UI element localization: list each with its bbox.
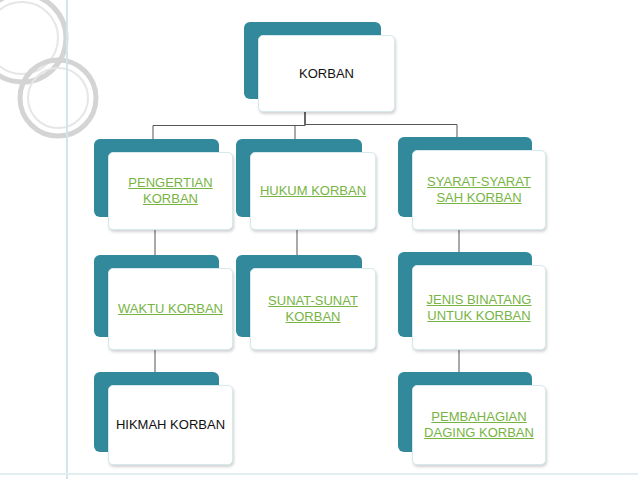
box-text-holder: KORBAN bbox=[293, 60, 360, 88]
box-text-holder: HIKMAH KORBAN bbox=[110, 411, 231, 439]
box-label: SYARAT-SYARAT SAH KORBAN bbox=[419, 174, 539, 206]
box-label: HIKMAH KORBAN bbox=[116, 417, 225, 433]
hierarchy-box: JENIS BINATANG UNTUK KORBAN bbox=[412, 265, 546, 350]
box-text-holder: HUKUM KORBAN bbox=[254, 177, 372, 205]
box-text-holder: SYARAT-SYARAT SAH KORBAN bbox=[413, 168, 545, 212]
box-label: SUNAT-SUNAT KORBAN bbox=[257, 293, 369, 325]
hierarchy-box: HIKMAH KORBAN bbox=[108, 385, 233, 465]
box-text-holder: JENIS BINATANG UNTUK KORBAN bbox=[413, 286, 545, 330]
box-label: PENGERTIAN KORBAN bbox=[115, 175, 226, 207]
deco-ring bbox=[28, 68, 88, 128]
deco-rule bbox=[0, 473, 638, 475]
box-label: PEMBAHAGIAN DAGING KORBAN bbox=[419, 409, 539, 441]
box-text-holder: WAKTU KORBAN bbox=[112, 295, 229, 323]
box-text-holder: SUNAT-SUNAT KORBAN bbox=[251, 287, 375, 331]
hierarchy-box: KORBAN bbox=[258, 35, 395, 112]
box-label: JENIS BINATANG UNTUK KORBAN bbox=[419, 292, 539, 324]
box-text-holder: PENGERTIAN KORBAN bbox=[109, 169, 232, 213]
deco-ring bbox=[20, 60, 96, 136]
hierarchy-box: SYARAT-SYARAT SAH KORBAN bbox=[412, 150, 546, 230]
box-label: WAKTU KORBAN bbox=[118, 301, 223, 317]
hierarchy-box: WAKTU KORBAN bbox=[108, 268, 233, 350]
hierarchy-box: SUNAT-SUNAT KORBAN bbox=[250, 268, 376, 350]
box-label: HUKUM KORBAN bbox=[260, 183, 366, 199]
box-text-holder: PEMBAHAGIAN DAGING KORBAN bbox=[413, 403, 545, 447]
deco-rule bbox=[66, 0, 68, 479]
hierarchy-box: PENGERTIAN KORBAN bbox=[108, 152, 233, 230]
hierarchy-box: HUKUM KORBAN bbox=[250, 152, 376, 230]
hierarchy-box: PEMBAHAGIAN DAGING KORBAN bbox=[412, 385, 546, 465]
box-label: KORBAN bbox=[299, 66, 354, 82]
